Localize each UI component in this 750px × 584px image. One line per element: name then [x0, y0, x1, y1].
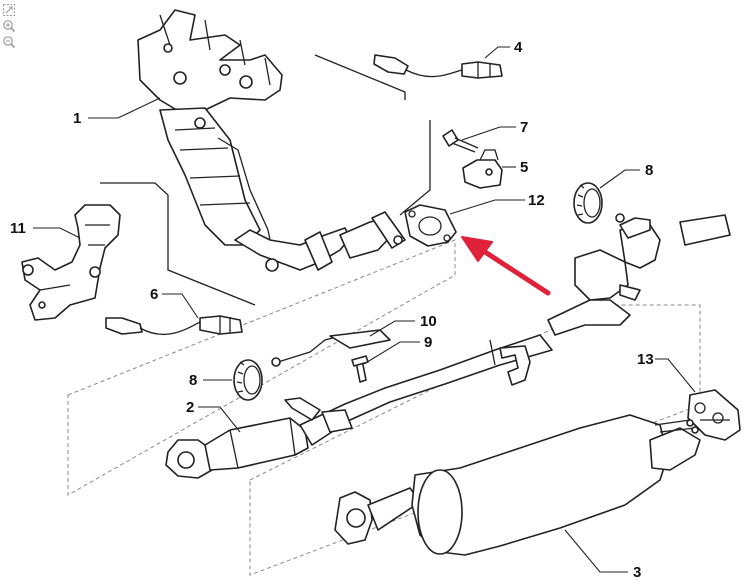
callout-7: 7	[520, 119, 528, 136]
fit-icon[interactable]	[2, 3, 16, 17]
dashed-frame-rear	[249, 304, 701, 576]
leader-lines	[33, 46, 696, 573]
part-rear-pipe-section[interactable]	[547, 213, 731, 336]
part-8-rubber-mount-upper[interactable]	[573, 182, 603, 224]
part-1-manifold-catalytic-converter[interactable]	[137, 9, 351, 272]
callout-2: 2	[186, 399, 194, 416]
part-flange-pipe[interactable]	[339, 211, 406, 259]
part-8-rubber-mount-lower[interactable]	[233, 359, 263, 401]
callout-4: 4	[514, 39, 523, 56]
zoom-in-icon[interactable]	[2, 19, 16, 33]
viewer-toolbar	[2, 3, 16, 49]
callout-12: 12	[528, 192, 545, 209]
part-9-bolt[interactable]	[351, 355, 369, 383]
zoom-out-icon[interactable]	[2, 35, 16, 49]
callout-1: 1	[73, 110, 81, 127]
part-11-heat-shield-bracket[interactable]	[21, 204, 121, 321]
part-3-rear-silencer[interactable]	[334, 414, 701, 556]
highlight-arrow	[461, 236, 551, 296]
part-10-bracket-rod[interactable]	[271, 329, 391, 367]
part-7-bolt[interactable]	[442, 129, 479, 153]
callout-3: 3	[633, 564, 641, 581]
callout-13: 13	[637, 351, 654, 368]
part-2-intermediate-pipe[interactable]	[165, 334, 553, 479]
part-6-lambda-sensor[interactable]	[105, 315, 243, 336]
section-outline-downpipe	[100, 182, 256, 306]
callout-9: 9	[424, 334, 432, 351]
callout-11: 11	[10, 220, 26, 237]
callout-8-lower: 8	[189, 372, 197, 389]
callout-6: 6	[150, 286, 158, 303]
part-12-gasket[interactable]	[404, 204, 457, 247]
part-4-lambda-sensor[interactable]	[373, 54, 503, 79]
section-outline-manifold	[314, 54, 406, 100]
callout-5: 5	[520, 159, 528, 176]
callout-10: 10	[420, 313, 437, 330]
part-5-bracket[interactable]	[462, 149, 503, 189]
dashed-frame-front	[67, 239, 456, 496]
section-outline-flange	[399, 120, 431, 216]
callout-8-upper: 8	[645, 162, 653, 179]
